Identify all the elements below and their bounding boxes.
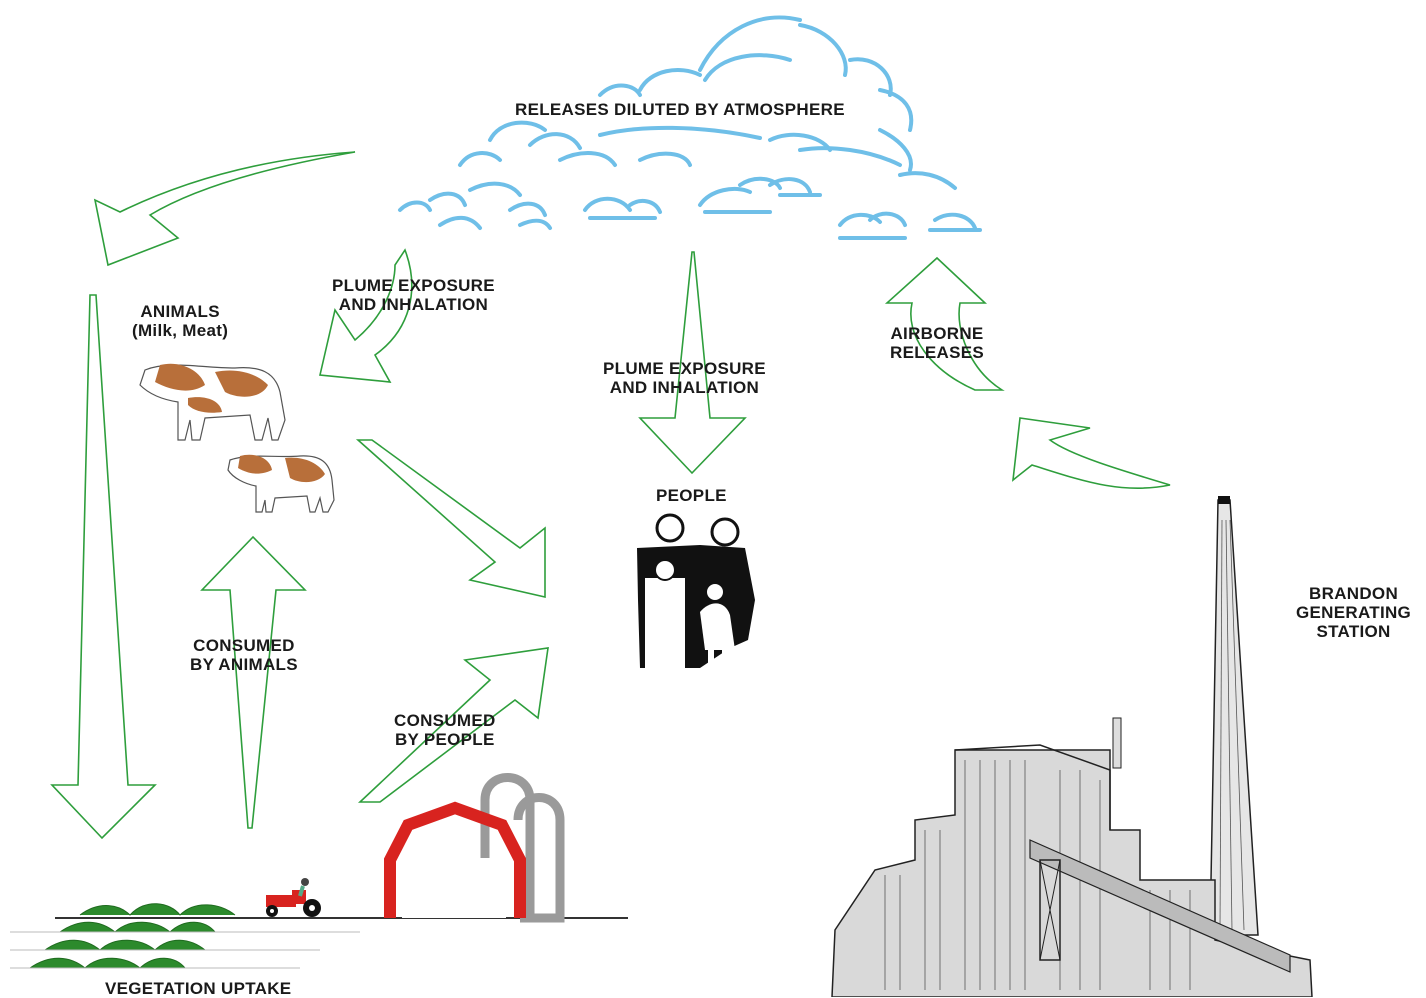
arrow-vegetation-to-animals bbox=[200, 535, 307, 829]
cow-icon bbox=[139, 363, 286, 441]
people-family-icon bbox=[637, 513, 755, 668]
arrow-plume-to-people bbox=[638, 251, 747, 475]
arrow-airborne-releases bbox=[884, 256, 1005, 391]
arrow-animals-to-people bbox=[355, 439, 546, 599]
station-label: BRANDON GENERATING STATION bbox=[1296, 584, 1412, 641]
tractor-icon bbox=[266, 878, 321, 917]
animals-label: ANIMALS (Milk, Meat) bbox=[132, 302, 229, 340]
atmosphere-label: RELEASES DILUTED BY ATMOSPHERE bbox=[515, 100, 845, 119]
consumed-by-animals-label: CONSUMED BY ANIMALS bbox=[190, 636, 298, 674]
arrow-vegetation-to-people bbox=[357, 647, 549, 803]
airborne-releases-label: AIRBORNE RELEASES bbox=[890, 324, 985, 362]
barn-icon bbox=[384, 801, 526, 918]
cow-icon bbox=[227, 454, 335, 513]
arrow-atmosphere-to-ground bbox=[93, 151, 356, 267]
silo-icon bbox=[480, 773, 565, 923]
vegetation-uptake-label: VEGETATION UPTAKE bbox=[105, 979, 292, 998]
arrow-down-to-vegetation bbox=[50, 294, 157, 840]
people-label: PEOPLE bbox=[656, 486, 727, 505]
arrow-station-to-air bbox=[1011, 417, 1171, 490]
power-station-icon bbox=[831, 496, 1313, 997]
crops-icon bbox=[10, 903, 360, 969]
arrow-plume-to-animals bbox=[319, 248, 413, 383]
plume-exposure-left-label: PLUME EXPOSURE AND INHALATION bbox=[332, 276, 495, 314]
plume-exposure-center-label: PLUME EXPOSURE AND INHALATION bbox=[603, 359, 766, 397]
consumed-by-people-label: CONSUMED BY PEOPLE bbox=[394, 711, 496, 749]
cloud-icon bbox=[398, 15, 982, 240]
